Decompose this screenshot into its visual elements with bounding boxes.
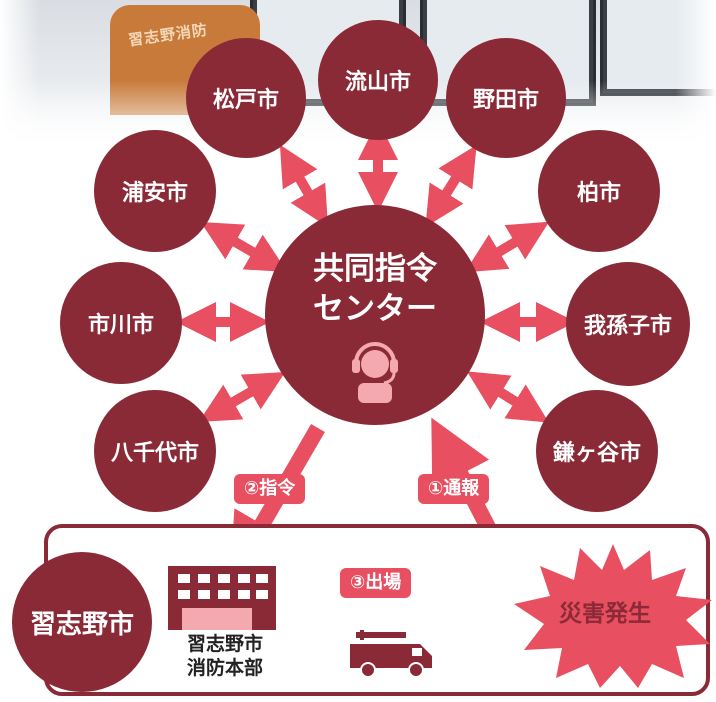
- center-title-line2: センター: [313, 291, 437, 327]
- arrow-matsudo: [279, 144, 329, 228]
- arrow-kashiwa: [464, 221, 550, 273]
- fire-station-building-icon: [168, 566, 276, 630]
- city-narashino: 習志野市: [12, 552, 152, 692]
- hq-label: 習志野市 消防本部: [160, 632, 290, 680]
- city-ichikawa: 市川市: [60, 262, 182, 384]
- city-yachiyo: 八千代市: [94, 390, 216, 512]
- fire-truck-icon: [350, 630, 432, 678]
- arrow-urayasu: [200, 222, 288, 272]
- city-noda: 野田市: [446, 38, 566, 158]
- city-nagareyama: 流山市: [318, 20, 438, 140]
- operator-headset-icon: [352, 342, 398, 403]
- hq-label-line1: 習志野市: [186, 633, 263, 655]
- step-dispatch-label: ③出場: [340, 568, 412, 598]
- city-kamagaya: 鎌ヶ谷市: [536, 390, 658, 512]
- city-urayasu: 浦安市: [94, 130, 216, 252]
- city-matsudo: 松戸市: [186, 38, 306, 158]
- step-command-label: ②指令: [234, 474, 306, 504]
- joint-command-center: 共同指令 センター: [265, 205, 485, 425]
- city-abiko: 我孫子市: [566, 262, 690, 386]
- disaster-label: 災害発生: [559, 601, 651, 627]
- city-kashiwa: 柏市: [538, 130, 660, 252]
- arrow-noda: [425, 145, 477, 227]
- disaster-burst-icon: [514, 544, 712, 688]
- center-title-line1: 共同指令: [313, 251, 437, 287]
- hq-label-line2: 消防本部: [186, 657, 263, 679]
- arrow-yachiyo: [198, 372, 286, 422]
- step-report-label: ①通報: [418, 474, 490, 504]
- arrow-kamagaya: [467, 371, 549, 423]
